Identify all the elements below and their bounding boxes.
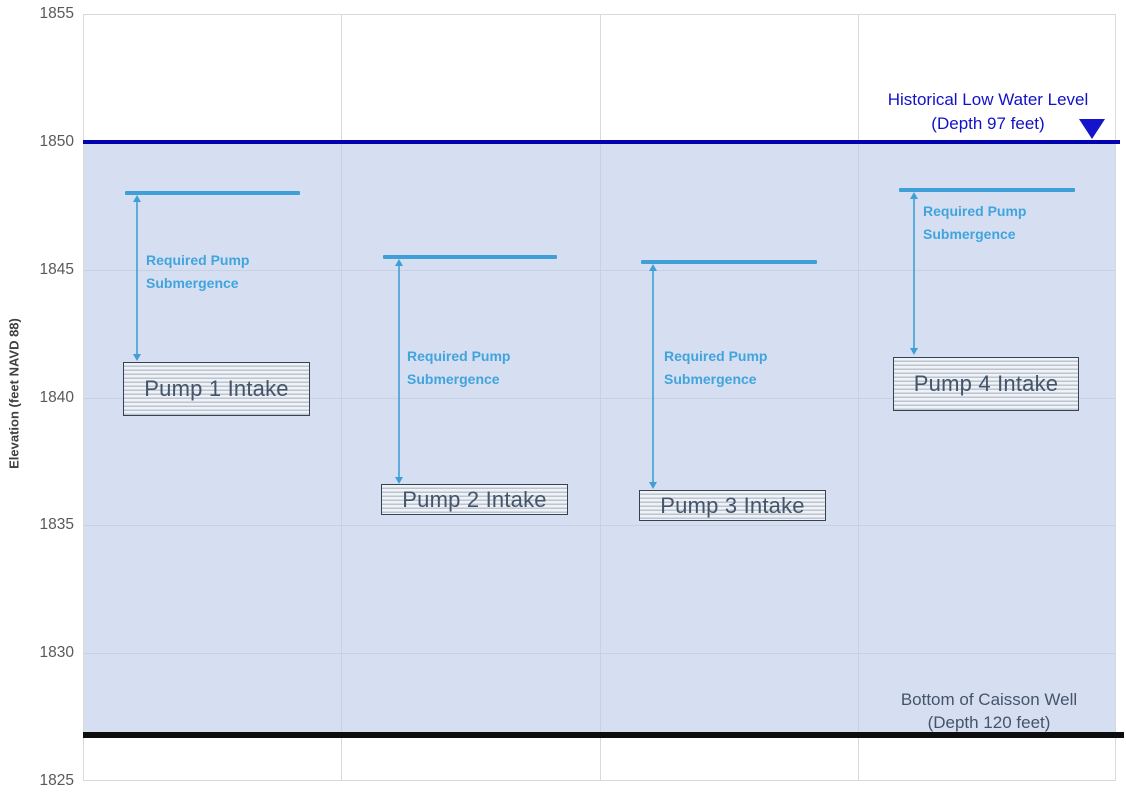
y-tick-label: 1840 <box>39 389 74 406</box>
water-level-label-line: (Depth 97 feet) <box>931 114 1045 133</box>
plot-border <box>83 14 1116 781</box>
water-fill <box>84 142 1115 735</box>
caisson-bottom-label-line: Bottom of Caisson Well <box>900 690 1078 709</box>
pump-intake-box: Pump 3 Intake <box>639 490 826 521</box>
submergence-arrow <box>133 195 141 361</box>
y-tick-label: 1835 <box>39 516 74 533</box>
pump-intake-box: Pump 2 Intake <box>381 484 568 515</box>
water-level-marker-icon <box>1079 119 1105 139</box>
submergence-label-line: Submergence <box>923 226 1016 242</box>
submergence-arrow <box>910 192 918 355</box>
water-level-line <box>83 140 1120 144</box>
y-tick-label: 1825 <box>39 772 74 789</box>
pump-intake-label: Pump 2 Intake <box>402 486 547 512</box>
submergence-line <box>899 188 1075 192</box>
submergence-arrow <box>649 264 657 489</box>
submergence-label-line: Required Pump <box>664 348 768 364</box>
caisson-bottom-label: Bottom of Caisson Well (Depth 120 feet) <box>829 688 1126 734</box>
pump-intake-label: Pump 4 Intake <box>913 371 1059 396</box>
pump-intake-box: Pump 1 Intake <box>123 362 310 416</box>
submergence-line <box>125 191 300 195</box>
caisson-bottom-label-line: (Depth 120 feet) <box>927 713 1051 732</box>
pump-intake-box: Pump 4 Intake <box>893 357 1079 411</box>
y-tick-label: 1850 <box>39 133 74 150</box>
pump-intake-label: Pump 1 Intake <box>144 376 289 401</box>
submergence-label-line: Required Pump <box>146 252 250 268</box>
submergence-label-line: Submergence <box>146 275 239 291</box>
caisson-bottom-line <box>83 732 1124 738</box>
pump-intake-label: Pump 3 Intake <box>660 492 805 518</box>
submergence-arrow <box>395 259 403 484</box>
water-level-label-line: Historical Low Water Level <box>887 90 1089 109</box>
submergence-label-line: Submergence <box>407 371 500 387</box>
y-tick-label: 1845 <box>39 261 74 278</box>
submergence-label-line: Submergence <box>664 371 757 387</box>
submergence-label-line: Required Pump <box>407 348 511 364</box>
y-tick-label: 1855 <box>39 5 74 22</box>
submergence-label-line: Required Pump <box>923 203 1027 219</box>
submergence-line <box>641 260 817 264</box>
water-level-label: Historical Low Water Level (Depth 97 feet… <box>828 88 1126 136</box>
y-tick-label: 1830 <box>39 644 74 661</box>
submergence-line <box>383 255 557 259</box>
